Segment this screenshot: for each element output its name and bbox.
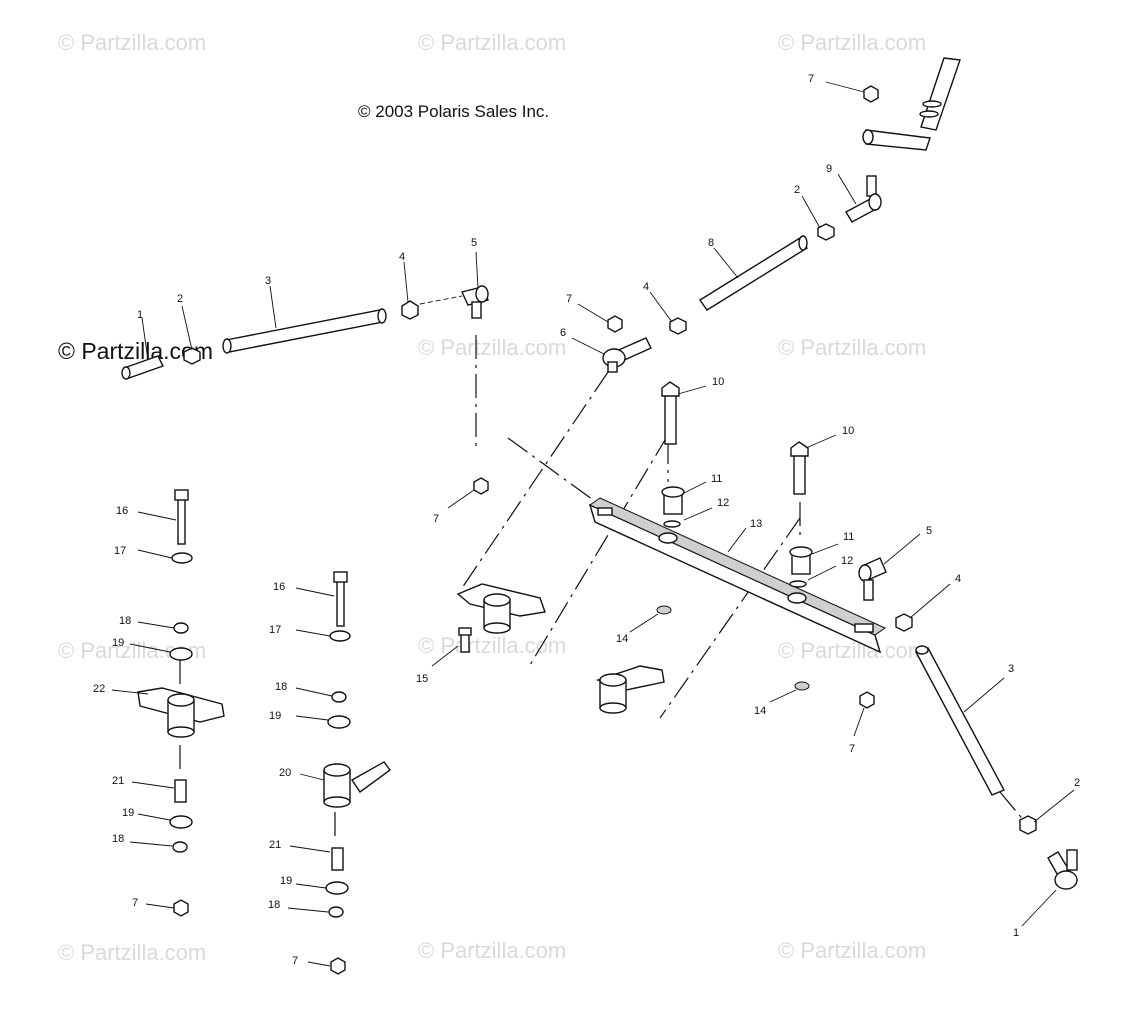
- callout: 16: [273, 581, 285, 593]
- callout: 4: [399, 251, 405, 263]
- callout: 18: [119, 615, 131, 627]
- watermark: © Partzilla.com: [778, 938, 927, 963]
- callout: 5: [471, 237, 477, 249]
- callout: 21: [112, 775, 124, 787]
- callout: 7: [292, 955, 298, 967]
- upper-right-tie-rod: [602, 57, 961, 373]
- callout: 7: [433, 513, 439, 525]
- callout: 21: [269, 839, 281, 851]
- copyright-notice: © 2003 Polaris Sales Inc.: [358, 102, 550, 121]
- callout: 2: [177, 293, 183, 305]
- callout: 3: [265, 275, 271, 287]
- watermark: © Partzilla.com: [418, 30, 567, 55]
- lower-right-tie-rod: [858, 557, 1078, 890]
- callout: 11: [711, 473, 722, 485]
- callout: 9: [826, 163, 832, 175]
- left-spindle-stack: [137, 489, 225, 917]
- middle-spindle-stack: [323, 571, 391, 975]
- alignment-lines: [179, 335, 1026, 840]
- callout: 2: [1074, 777, 1080, 789]
- upper-left-tie-rod: [121, 285, 489, 380]
- callout: 4: [955, 573, 961, 585]
- callout: 18: [268, 899, 280, 911]
- callout: 17: [269, 624, 281, 636]
- callout: 3: [1008, 663, 1014, 675]
- callout: 7: [849, 743, 855, 755]
- callout: 1: [137, 309, 143, 321]
- callout: 8: [708, 237, 714, 249]
- callout: 7: [808, 73, 814, 85]
- watermark: © Partzilla.com: [58, 30, 207, 55]
- callout: 10: [712, 376, 724, 388]
- callout: 2: [794, 184, 800, 196]
- watermark: © Partzilla.com: [778, 30, 927, 55]
- leader-lines: [111, 81, 1075, 967]
- watermark: © Partzilla.com: [778, 335, 927, 360]
- bolts-and-bushings: [458, 381, 875, 709]
- callout: 19: [269, 710, 281, 722]
- watermark: © Partzilla.com: [58, 940, 207, 965]
- watermark: © Partzilla.com: [778, 638, 927, 663]
- callout: 6: [560, 327, 566, 339]
- callout: 7: [566, 293, 572, 305]
- callout: 1: [1013, 927, 1019, 939]
- watermark: © Partzilla.com: [418, 938, 567, 963]
- callout: 19: [122, 807, 134, 819]
- callout: 10: [842, 425, 854, 437]
- callout: 5: [926, 525, 932, 537]
- callout: 11: [843, 531, 854, 543]
- callout: 12: [841, 555, 853, 567]
- cross-member: [588, 497, 887, 654]
- callout: 14: [616, 633, 628, 645]
- callout: 19: [280, 875, 292, 887]
- callout: 15: [416, 673, 428, 685]
- callout: 4: [643, 281, 649, 293]
- callout: 7: [132, 897, 138, 909]
- callout: 16: [116, 505, 128, 517]
- callout: 22: [93, 683, 105, 695]
- callout: 19: [112, 637, 124, 649]
- callout: 18: [275, 681, 287, 693]
- callout-numbers: 7 9 2 8 5 4 3 2 1 7 4 6 10 10 11 12 13 1…: [93, 73, 1080, 967]
- callout: 17: [114, 545, 126, 557]
- callout: 14: [754, 705, 766, 717]
- idler-brackets: [456, 583, 665, 714]
- watermark: © Partzilla.com: [418, 335, 567, 360]
- callout: 20: [279, 767, 291, 779]
- callout: 12: [717, 497, 729, 509]
- callout: 18: [112, 833, 124, 845]
- callout: 13: [750, 518, 762, 530]
